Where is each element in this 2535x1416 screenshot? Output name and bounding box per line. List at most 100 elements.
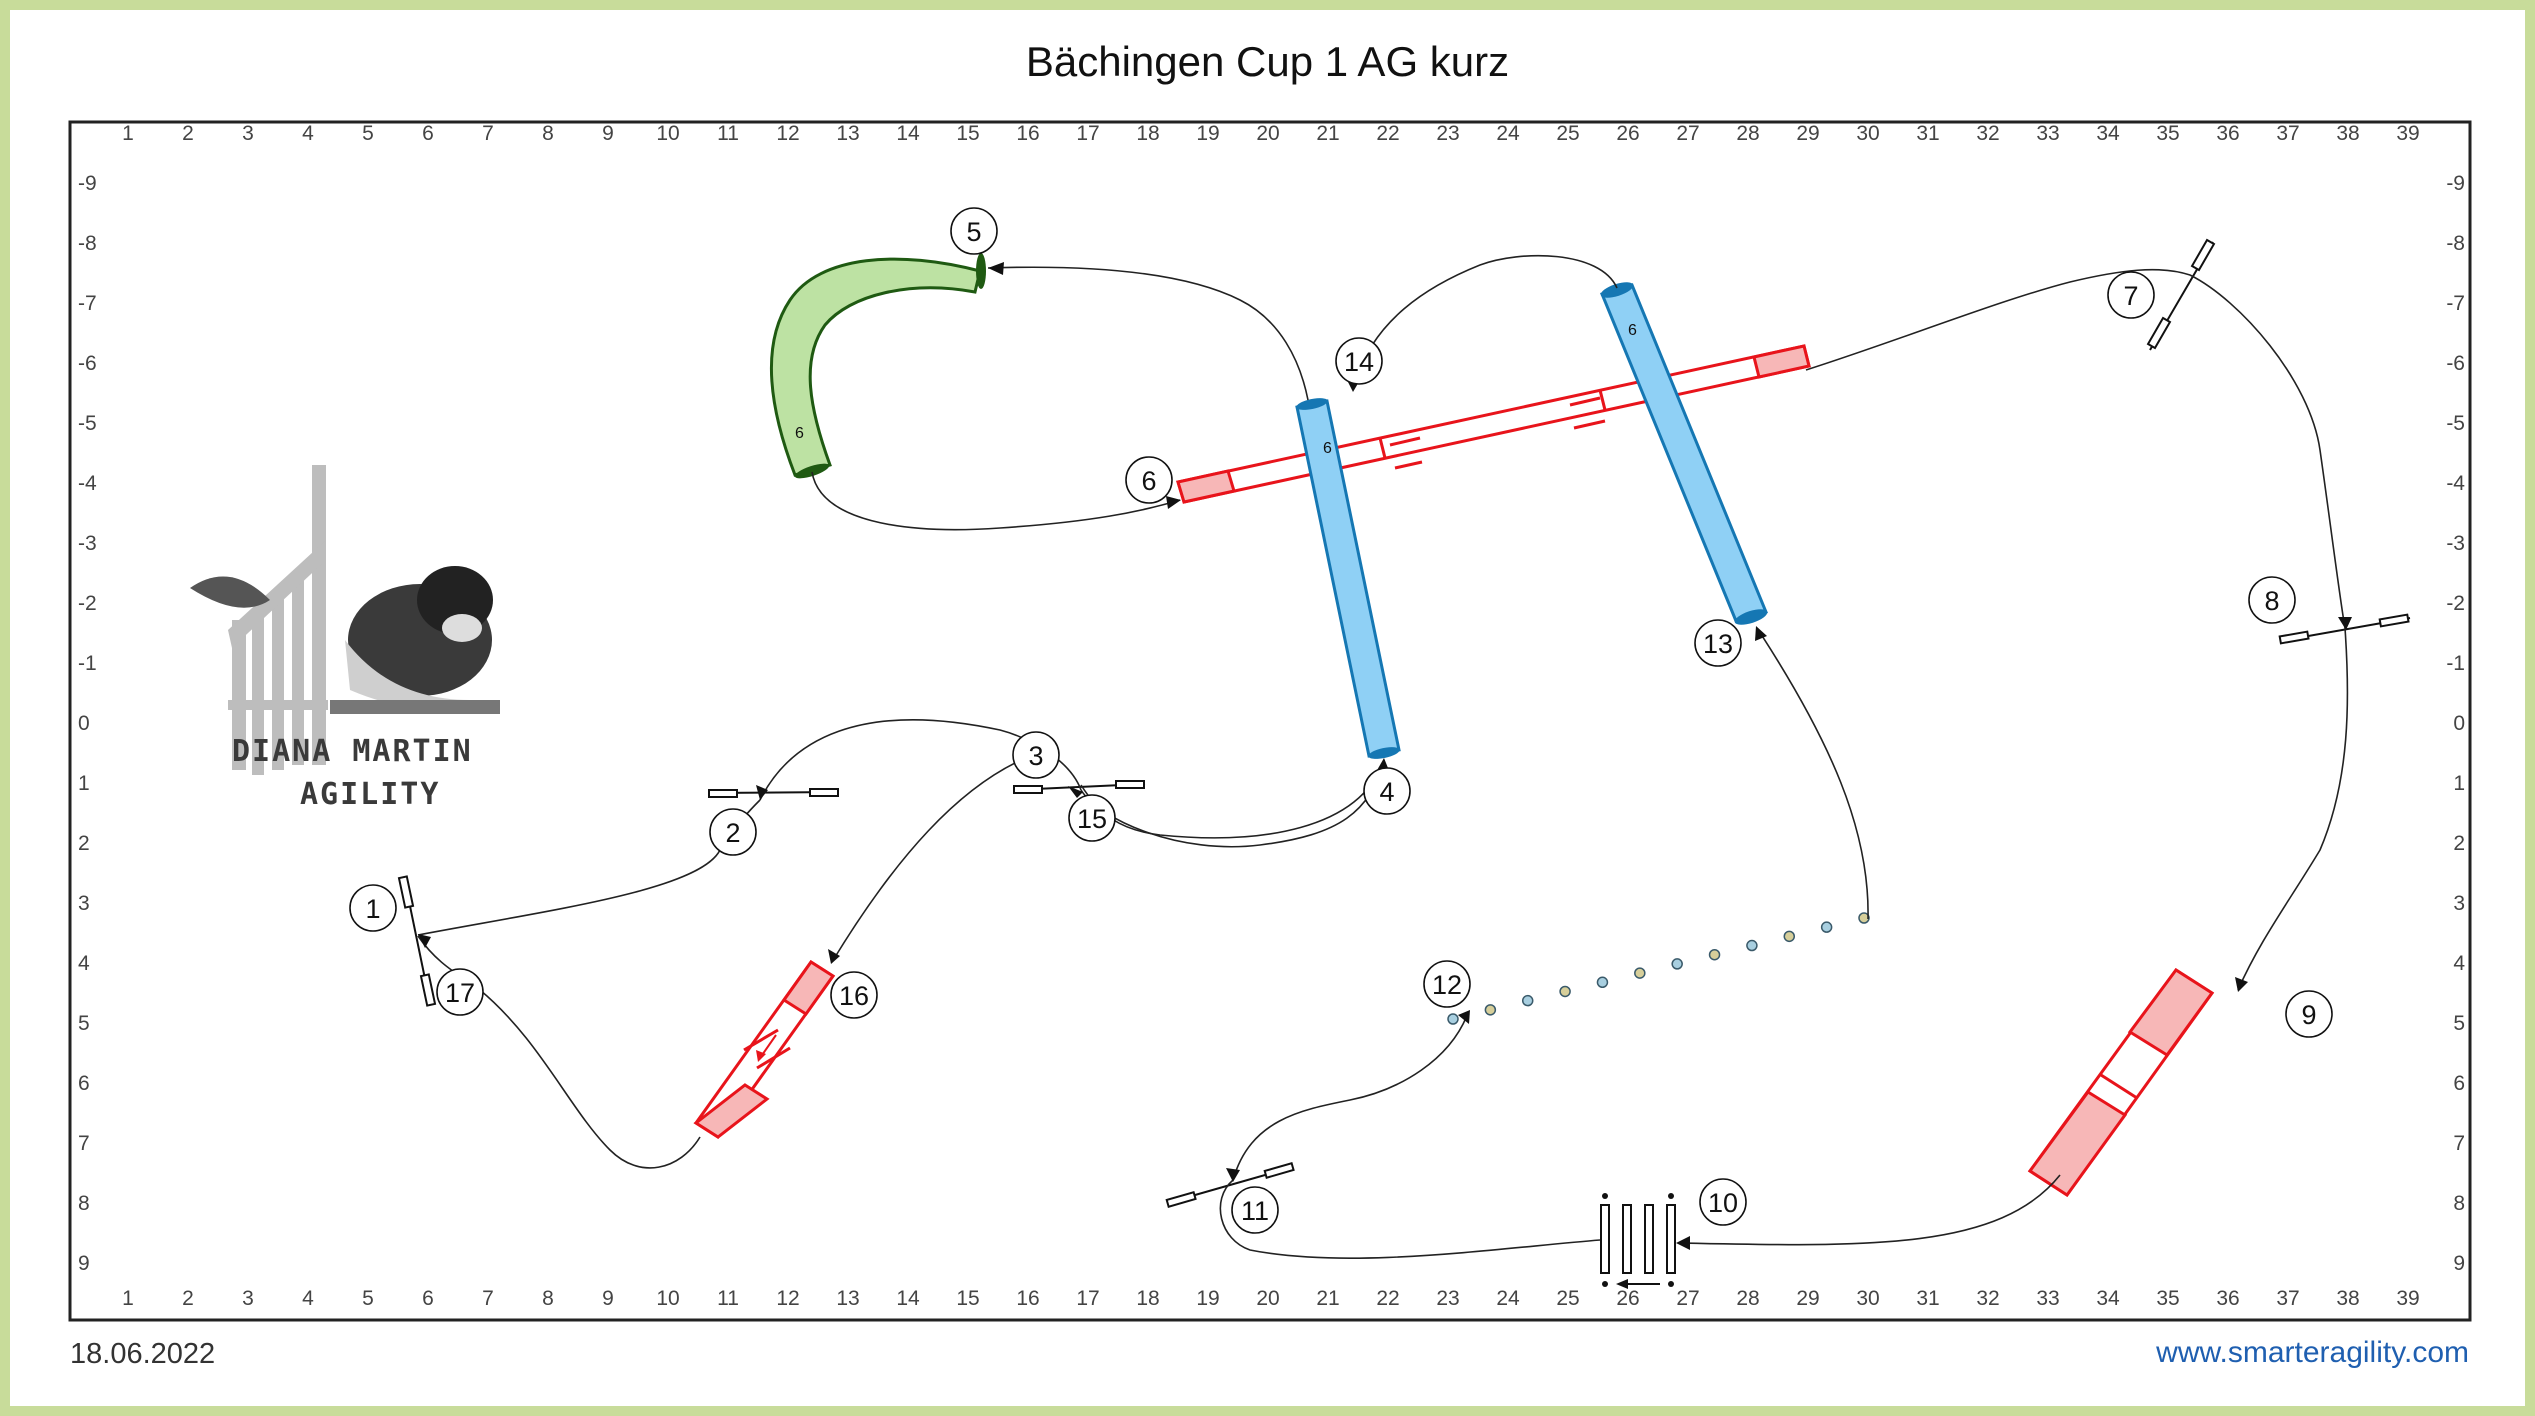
y-axis-label-right: -8	[2446, 232, 2465, 255]
x-axis-label-bottom: 11	[717, 1287, 739, 1310]
y-axis-label-right: -9	[2446, 172, 2465, 195]
obstacle-number-16: 16	[830, 971, 878, 1019]
y-axis-label-left: 3	[78, 892, 90, 915]
y-axis-label-left: -5	[78, 412, 97, 435]
x-axis-label-top: 12	[776, 122, 799, 145]
weave-pole	[1783, 930, 1796, 943]
x-axis-label-top: 11	[717, 122, 739, 145]
x-axis-label-top: 4	[302, 122, 314, 145]
x-axis-label-top: 3	[242, 122, 254, 145]
obstacle-number-10: 10	[1699, 1178, 1747, 1226]
weave-pole	[1671, 958, 1683, 970]
website-link[interactable]: www.smarteragility.com	[2156, 1336, 2469, 1369]
number-circle	[436, 968, 484, 1016]
y-axis-label-right: -5	[2446, 412, 2465, 435]
weave-pole	[1746, 939, 1758, 952]
x-axis-label-top: 35	[2156, 122, 2179, 145]
x-axis-label-bottom: 4	[302, 1287, 314, 1310]
number-label: 6	[1141, 466, 1156, 496]
weave-pole	[1521, 994, 1534, 1007]
y-axis-label-left: 7	[78, 1132, 90, 1155]
y-axis-label-right: 8	[2453, 1192, 2465, 1215]
x-axis-label-bottom: 18	[1136, 1287, 1159, 1310]
obstacle-number-4: 4	[1363, 767, 1411, 815]
x-axis-label-top: 24	[1496, 122, 1520, 145]
number-circle	[1068, 794, 1116, 842]
obstacle-number-5: 5	[950, 207, 998, 255]
x-axis-label-top: 34	[2096, 122, 2120, 145]
number-circle	[1423, 960, 1471, 1008]
number-circle	[1335, 337, 1383, 385]
x-axis-label-bottom: 5	[362, 1287, 374, 1310]
y-axis-label-right: 1	[2453, 772, 2465, 795]
y-axis-label-left: -3	[78, 532, 97, 555]
number-label: 1	[365, 894, 380, 924]
x-axis-label-top: 30	[1856, 122, 1879, 145]
x-axis-label-top: 36	[2216, 122, 2239, 145]
x-axis-label-top: 29	[1796, 122, 1819, 145]
weave-pole	[1820, 921, 1833, 933]
x-axis-label-top: 31	[1916, 122, 1939, 145]
x-axis-label-bottom: 2	[182, 1287, 194, 1310]
jump-1	[397, 875, 437, 1007]
tunnel-green: 6	[770, 253, 986, 479]
y-axis-label-left: -7	[78, 292, 97, 315]
number-label: 3	[1028, 741, 1043, 771]
y-axis-label-right: -6	[2446, 352, 2465, 375]
number-label: 2	[725, 818, 740, 848]
weave-pole	[1708, 948, 1721, 961]
obstacle-number-6: 6	[1125, 456, 1173, 504]
tunnel-blue-left: 6	[1295, 398, 1401, 759]
jump-2	[708, 788, 840, 798]
x-axis-label-bottom: 15	[956, 1287, 979, 1310]
number-circle	[830, 971, 878, 1019]
obstacle-number-7: 7	[2107, 271, 2155, 319]
x-axis-label-bottom: 29	[1796, 1287, 1819, 1310]
x-axis-label-bottom: 3	[242, 1287, 254, 1310]
a-frame	[2027, 967, 2215, 1198]
y-axis-label-left: 2	[78, 832, 90, 855]
number-label: 8	[2264, 586, 2279, 616]
x-axis-label-bottom: 35	[2156, 1287, 2179, 1310]
y-axis-label-left: 6	[78, 1072, 90, 1095]
y-axis-label-left: -2	[78, 592, 97, 615]
x-axis-label-top: 8	[542, 122, 554, 145]
field-border	[68, 120, 2472, 1322]
y-axis-label-right: 3	[2453, 892, 2465, 915]
x-axis-label-top: 21	[1316, 122, 1339, 145]
y-axis-label-left: 4	[78, 952, 90, 975]
x-axis-label-top: 28	[1736, 122, 1759, 145]
y-axis-label-right: -3	[2446, 532, 2465, 555]
number-circle	[1231, 1186, 1279, 1234]
number-circle	[349, 884, 397, 932]
x-axis-label-bottom: 33	[2036, 1287, 2059, 1310]
obstacle-number-9: 9	[2285, 990, 2333, 1038]
x-axis-label-bottom: 19	[1196, 1287, 1219, 1310]
x-axis-label-bottom: 31	[1916, 1287, 1939, 1310]
number-label: 15	[1077, 804, 1107, 834]
logo-dog-icon	[190, 566, 500, 714]
x-axis-label-top: 27	[1676, 122, 1699, 145]
number-circle	[2285, 990, 2333, 1038]
weave-pole	[1447, 1013, 1459, 1025]
x-axis-label-top: 39	[2396, 122, 2419, 145]
number-circle	[709, 808, 757, 856]
x-axis-label-bottom: 7	[482, 1287, 494, 1310]
x-axis-label-top: 17	[1076, 122, 1099, 145]
number-label: 16	[839, 981, 869, 1011]
long-jump	[1600, 1193, 1676, 1289]
tunnel-length-label: 6	[1628, 322, 1637, 339]
y-axis-label-left: -8	[78, 232, 97, 255]
number-label: 5	[966, 217, 981, 247]
weave-poles	[1447, 912, 1870, 1025]
x-axis-label-top: 33	[2036, 122, 2059, 145]
obstacle-number-8: 8	[2248, 576, 2296, 624]
x-axis-label-bottom: 36	[2216, 1287, 2239, 1310]
dogwalk	[1176, 344, 1811, 504]
y-axis-label-right: 4	[2453, 952, 2465, 975]
seesaw	[693, 959, 836, 1140]
number-label: 14	[1344, 347, 1374, 377]
x-axis-label-bottom: 32	[1976, 1287, 1999, 1310]
x-axis-label-top: 37	[2276, 122, 2299, 145]
y-axis-label-right: 7	[2453, 1132, 2465, 1155]
